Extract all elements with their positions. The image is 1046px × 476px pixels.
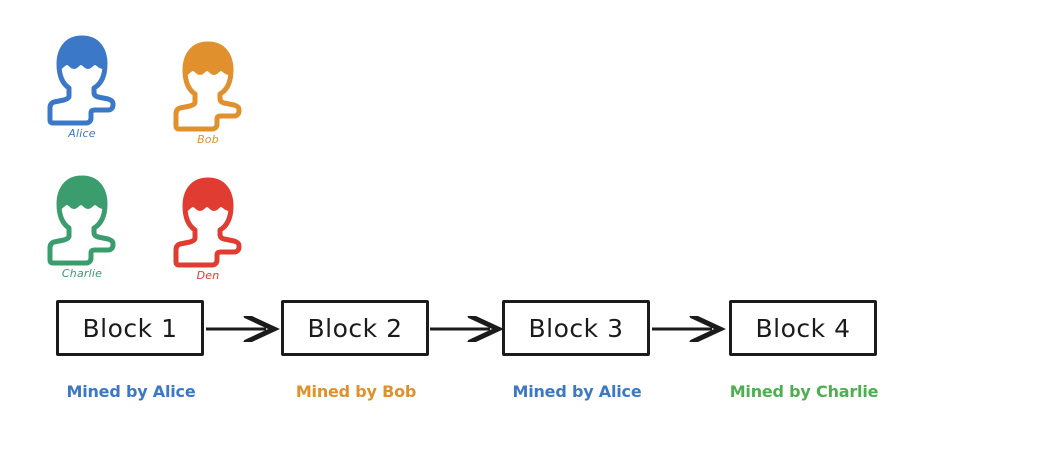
person-avatar-icon: [47, 175, 116, 266]
participant-alice: Alice: [34, 34, 130, 140]
miner-label-4: Mined by Charlie: [729, 382, 879, 401]
participant-name: Bob: [197, 133, 219, 146]
block-box-1[interactable]: Block 1: [56, 300, 204, 356]
person-avatar-icon: [47, 35, 116, 126]
block-label: Block 1: [82, 313, 178, 343]
person-avatar-icon: [173, 177, 242, 268]
arrow-right-icon: [430, 316, 504, 342]
person-avatar-icon: [173, 41, 242, 132]
miner-label-2: Mined by Bob: [295, 382, 417, 401]
block-chain: Block 1 Mined by Alice Block 2 Mined by …: [0, 300, 1046, 430]
block-box-3[interactable]: Block 3: [502, 300, 650, 356]
block-label: Block 2: [307, 313, 403, 343]
block-unit-3: Block 3 Mined by Alice: [502, 300, 652, 401]
block-box-2[interactable]: Block 2: [281, 300, 429, 356]
participant-den: Den: [160, 176, 256, 282]
block-unit-1: Block 1 Mined by Alice: [56, 300, 206, 401]
arrow-right-icon: [206, 316, 280, 342]
block-unit-4: Block 4 Mined by Charlie: [729, 300, 879, 401]
block-unit-2: Block 2 Mined by Bob: [281, 300, 431, 401]
participant-name: Charlie: [61, 267, 103, 280]
block-label: Block 4: [755, 313, 851, 343]
miner-label-1: Mined by Alice: [66, 382, 196, 401]
block-label: Block 3: [528, 313, 624, 343]
participant-name: Den: [196, 269, 220, 282]
participant-name: Alice: [68, 127, 96, 140]
block-box-4[interactable]: Block 4: [729, 300, 877, 356]
participant-bob: Bob: [160, 40, 256, 146]
miner-label-3: Mined by Alice: [512, 382, 642, 401]
arrow-right-icon: [652, 316, 726, 342]
participant-charlie: Charlie: [34, 174, 130, 280]
